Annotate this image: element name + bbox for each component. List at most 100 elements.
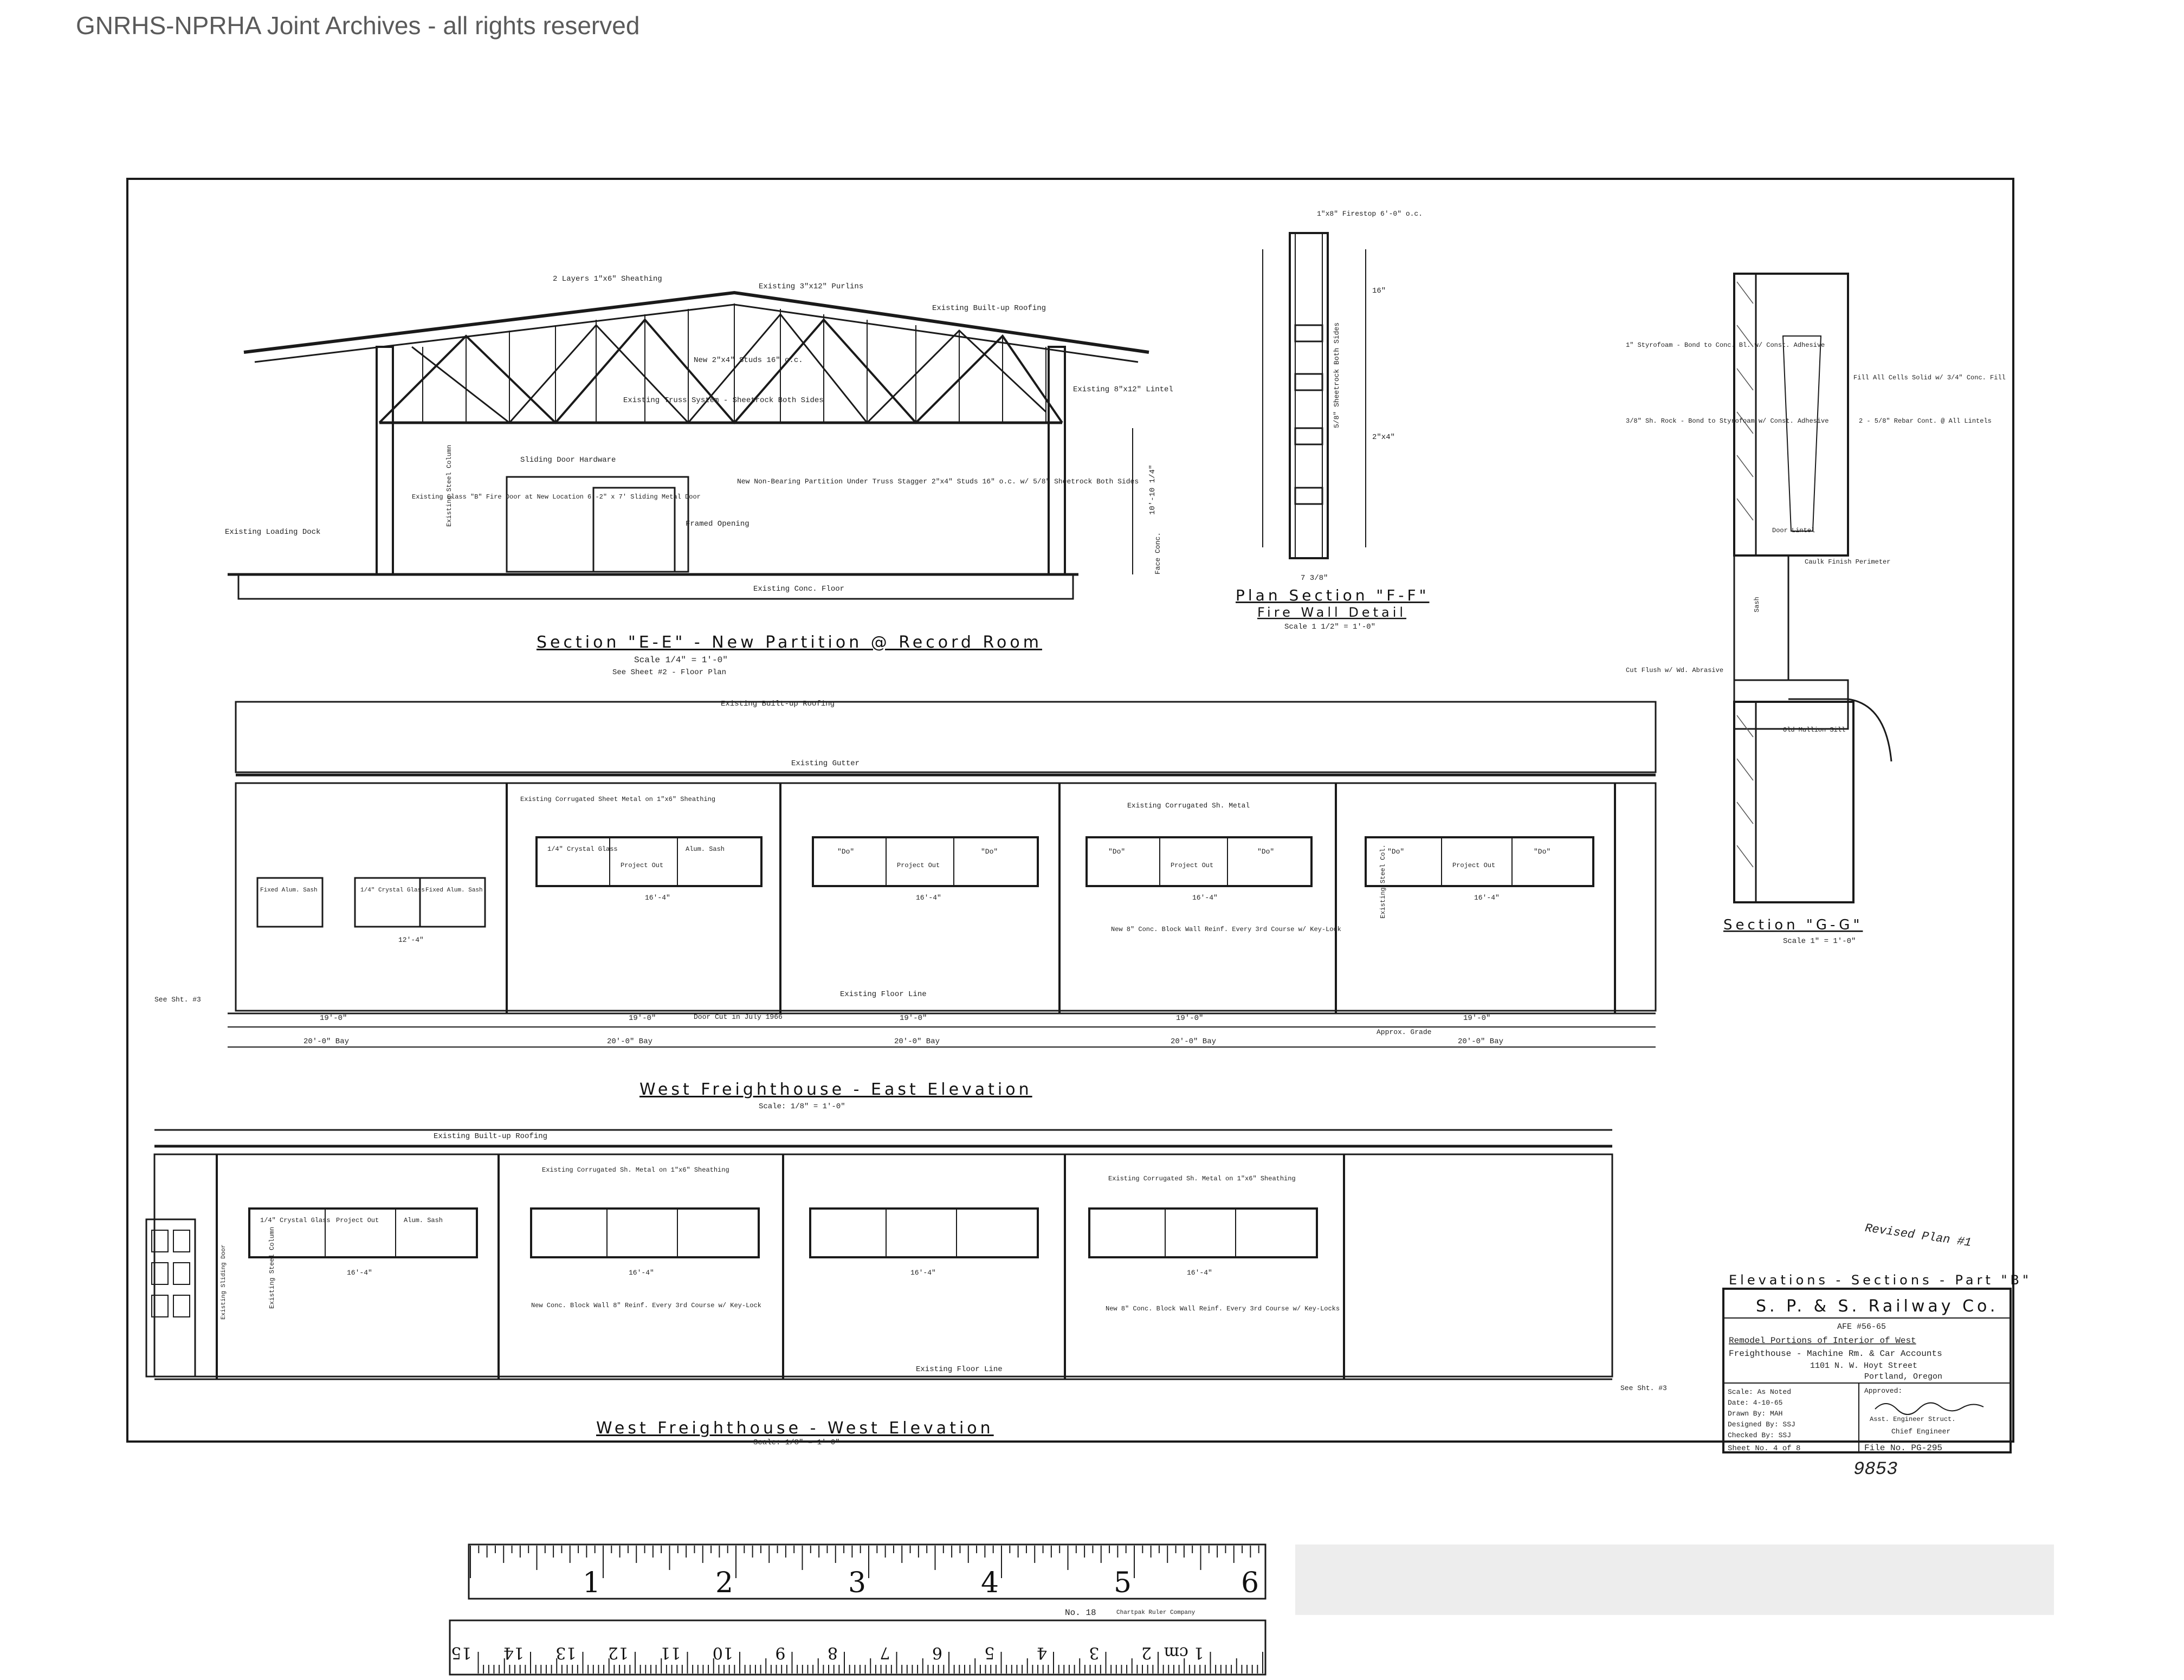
g-note-sheetrock: 3/8" Sh. Rock - Bond to Styrofoam w/ Con… <box>1626 417 1828 425</box>
engineer-signature <box>1875 1402 1984 1415</box>
cm-label: 9 <box>775 1643 785 1662</box>
f-note-sheetrock: 5/8" Sheetrock Both Sides <box>1333 322 1341 428</box>
description-2: Freighthouse - Machine Rm. & Car Account… <box>1729 1349 1942 1359</box>
west-note-block-1: New Conc. Block Wall 8" Reinf. Every 3rd… <box>531 1302 761 1309</box>
g-note-sash: Sash <box>1753 597 1761 612</box>
company-name: S. P. & S. Railway Co. <box>1756 1297 1998 1316</box>
west-note-door: Existing Sliding Door <box>221 1244 227 1320</box>
g-note-lintel: Door Lintel <box>1772 527 1815 534</box>
west-note-column: Existing Steel Column <box>268 1227 276 1309</box>
note-partition: New Non-Bearing Partition Under Truss St… <box>737 477 1139 486</box>
note-door-hardware: Sliding Door Hardware <box>520 456 616 464</box>
section-g-title: Section "G-G" <box>1723 917 1863 933</box>
cm-label: 6 <box>932 1643 942 1662</box>
east-note-corr-2: Existing Corrugated Sh. Metal <box>1127 802 1250 810</box>
east-win-11: Project Out <box>1452 862 1495 869</box>
cm-label: 8 <box>828 1643 838 1662</box>
east-win-10: "Do" <box>1387 848 1404 856</box>
east-win-9: "Do" <box>1257 848 1274 856</box>
drawing-number: 9853 <box>1853 1459 1898 1480</box>
cm-label: 5 <box>984 1643 994 1662</box>
cm-label: 10 <box>713 1643 733 1662</box>
tb-approved: Approved: <box>1864 1387 1902 1395</box>
section-e-scale: Scale 1/4" = 1'-0" <box>634 655 728 665</box>
east-bay-5: 20'-0" Bay <box>1458 1037 1503 1046</box>
g-note-cut: Cut Flush w/ Wd. Abrasive <box>1626 667 1723 674</box>
f-dim-16: 16" <box>1372 287 1386 295</box>
dim-height: 10'-10 1/4" <box>1148 465 1157 515</box>
note-sheathing: 2 Layers 1"x6" Sheathing <box>553 275 662 283</box>
city: Portland, Oregon <box>1864 1372 1942 1381</box>
f-note-firestop: 1"x8" Firestop 6'-0" o.c. <box>1317 210 1423 218</box>
east-win-7: "Do" <box>1108 848 1125 856</box>
tb-file: File No. PG-295 <box>1864 1443 1942 1453</box>
east-winwidth-5: 12'-4" <box>398 936 424 944</box>
inch-label-5: 5 <box>1114 1567 1132 1599</box>
note-roofing: Existing Built-up Roofing <box>932 304 1046 313</box>
east-winwidth-4: 16'-4" <box>1474 894 1500 902</box>
west-note-corr-2: Existing Corrugated Sh. Metal on 1"x6" S… <box>1108 1175 1296 1183</box>
inch-label-2: 2 <box>715 1567 733 1599</box>
cm-label: 13 <box>555 1643 576 1662</box>
section-e-see: See Sheet #2 - Floor Plan <box>612 668 726 677</box>
title-block: Revised Plan #1 Elevations - Sections - … <box>1722 1222 2032 1480</box>
scale-ruler: 1 2 3 4 5 6 No. 18 Chartpak Ruler Compan… <box>449 1543 1267 1676</box>
east-note-floor: Existing Floor Line <box>840 990 927 999</box>
east-win-8: Project Out <box>1171 862 1213 869</box>
west-win-sash: Alum. Sash <box>404 1217 443 1224</box>
inch-label-1: 1 <box>583 1567 600 1599</box>
west-note-corr-1: Existing Corrugated Sh. Metal on 1"x6" S… <box>542 1166 729 1174</box>
east-note-gutter: Existing Gutter <box>791 759 860 768</box>
tb-chief: Chief Engineer <box>1891 1427 1950 1436</box>
note-purlins: Existing 3"x12" Purlins <box>759 282 863 291</box>
ruler-brand: Chartpak Ruler Company <box>1116 1610 1196 1616</box>
note-conc-floor: Existing Conc. Floor <box>753 585 844 593</box>
note-studs: New 2"x4" Studs 16" o.c. <box>694 356 803 365</box>
note-face-conc: Face Conc. <box>1154 532 1162 574</box>
note-truss: Existing Truss System - Sheetrock Both S… <box>623 396 824 405</box>
west-elevation-scale: Scale: 1/8" = 1'-0" <box>753 1438 840 1447</box>
plan-f-subtitle: Fire Wall Detail <box>1257 605 1406 620</box>
east-span-1: 19'-0" <box>320 1014 347 1023</box>
east-bay-1: 20'-0" Bay <box>303 1037 349 1046</box>
west-note-floor: Existing Floor Line <box>916 1365 1003 1374</box>
cm-label: 3 <box>1089 1643 1099 1662</box>
east-span-3: 19'-0" <box>900 1014 927 1023</box>
east-win-6: "Do" <box>981 848 998 856</box>
note-framed-opening: Framed Opening <box>686 520 749 528</box>
east-win-12: "Do" <box>1534 848 1550 856</box>
cm-label: 11 <box>660 1643 681 1662</box>
cm-label: 4 <box>1037 1643 1047 1662</box>
west-winwidth-3: 16'-4" <box>910 1269 936 1277</box>
east-win-13: Fixed Alum. Sash <box>260 887 318 894</box>
east-span-2: 19'-0" <box>629 1014 656 1023</box>
tb-sheet: Sheet No. 4 of 8 <box>1728 1444 1800 1453</box>
west-see-sheet: See Sht. #3 <box>1620 1384 1667 1392</box>
east-span-4: 19'-0" <box>1176 1014 1203 1023</box>
g-note-caulk: Caulk Finish Perimeter <box>1805 558 1890 566</box>
east-win-1: 1/4" Crystal Glass <box>547 845 618 853</box>
title-heading: Elevations - Sections - Part "B" <box>1729 1272 2032 1288</box>
section-g-g: 1" Styrofoam - Bond to Conc. Bl. w/ Cons… <box>1626 273 2006 946</box>
east-note-grade: Approx. Grade <box>1377 1028 1431 1036</box>
cm-label: 12 <box>608 1643 629 1662</box>
tb-date: Date: 4-10-65 <box>1728 1399 1782 1407</box>
sheet-border <box>126 178 2014 1443</box>
note-loading-dock: Existing Loading Dock <box>225 528 320 537</box>
east-win-15: Fixed Alum. Sash <box>425 887 483 894</box>
section-e-title: Section "E-E" - New Partition @ Record R… <box>537 633 1042 652</box>
east-see-sheet: See Sht. #3 <box>154 996 201 1004</box>
west-winwidth-1: 16'-4" <box>347 1269 372 1277</box>
f-note-stud: 2"x4" <box>1372 433 1395 442</box>
cm-label: 7 <box>880 1643 890 1662</box>
g-note-sill: Old Mullion Sill <box>1783 726 1845 734</box>
west-note-roofing: Existing Built-up Roofing <box>434 1132 547 1141</box>
east-bay-2: 20'-0" Bay <box>607 1037 652 1046</box>
tb-drawn: Drawn By: MAH <box>1728 1410 1782 1418</box>
cm-label: 2 <box>1141 1643 1152 1662</box>
west-win-project: Project Out <box>336 1217 379 1224</box>
ruler-maker: No. 18 <box>1065 1608 1096 1618</box>
east-note-col: Existing Steel Col. <box>1379 844 1387 919</box>
east-note-roofing: Existing Built-up Roofing <box>721 700 835 708</box>
